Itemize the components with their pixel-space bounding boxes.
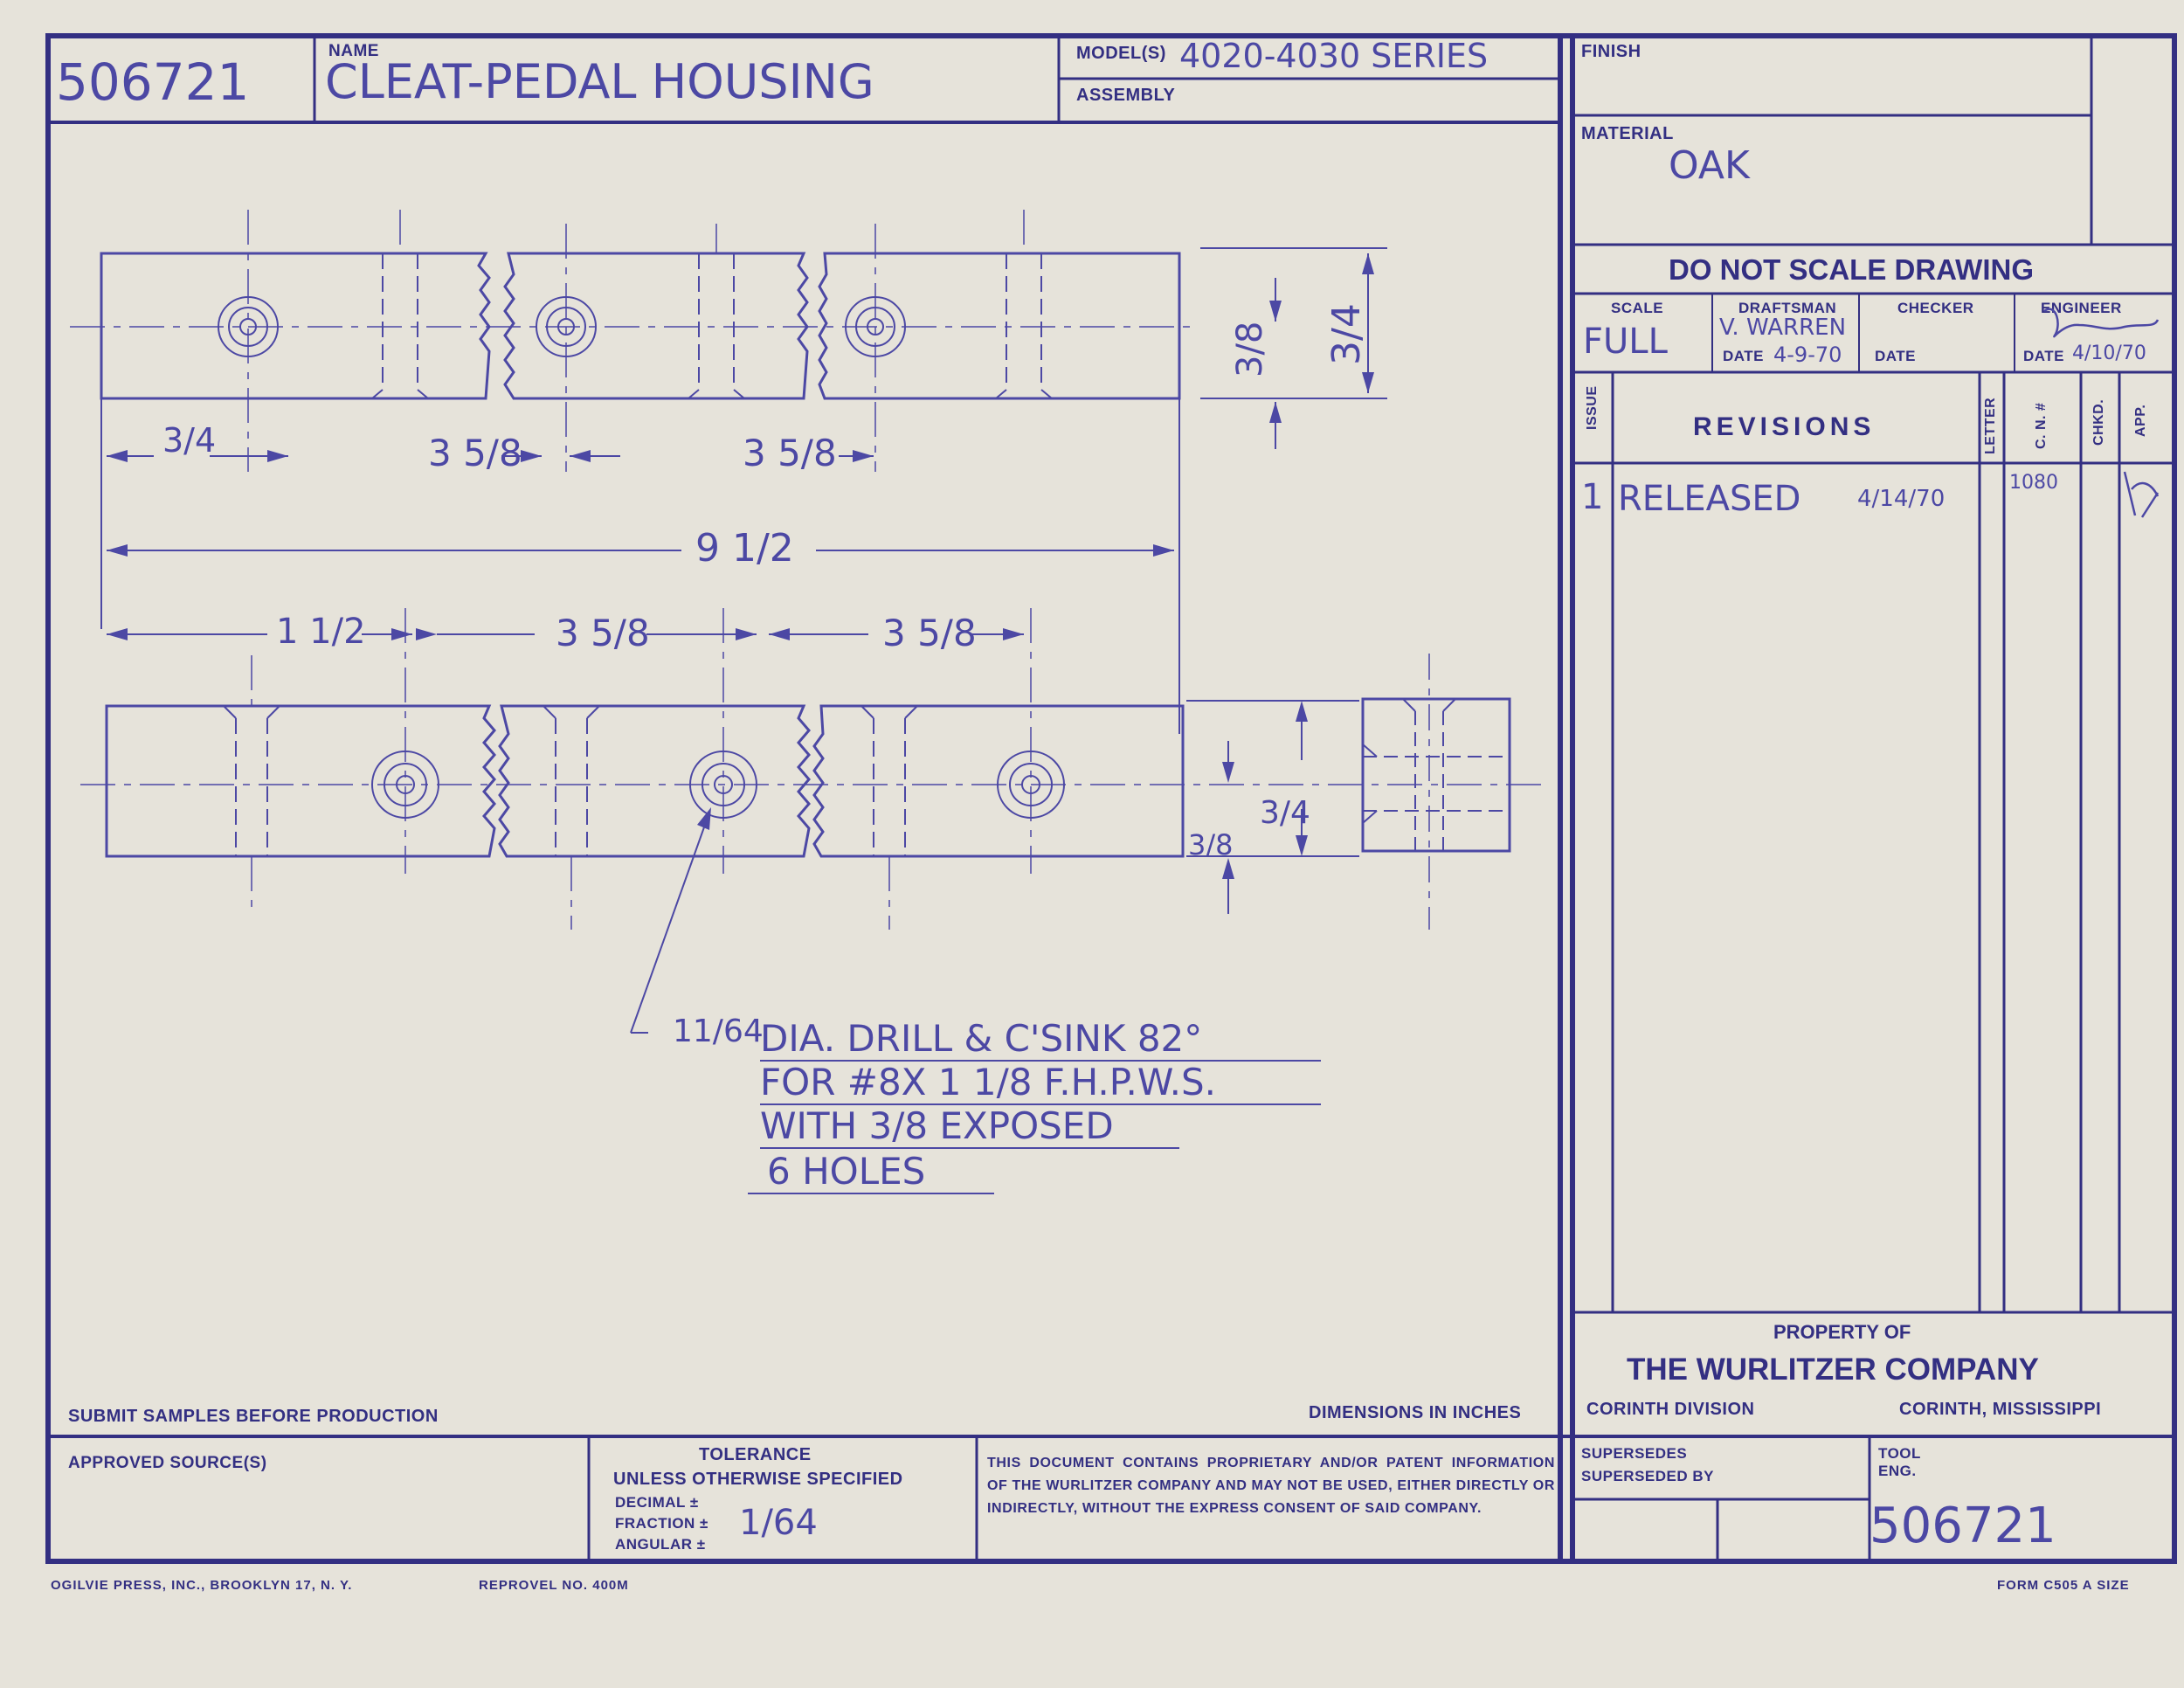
draft-date-label: DATE <box>1723 348 1765 364</box>
tool-number: 506721 <box>1870 1498 2056 1554</box>
dim-3-5-8-b: 3 5/8 <box>743 432 837 474</box>
revision-issue: 1 <box>1581 477 1604 517</box>
app-label: APP. <box>2133 404 2148 437</box>
issue-label: ISSUE <box>1585 385 1600 430</box>
submit-samples: SUBMIT SAMPLES BEFORE PRODUCTION <box>68 1407 439 1426</box>
models-value: 4020-4030 SERIES <box>1179 37 1489 75</box>
company-name: THE WURLITZER COMPANY <box>1627 1352 2039 1387</box>
fraction-label: FRACTION ± <box>615 1515 708 1532</box>
fraction-tolerance: 1/64 <box>739 1503 818 1543</box>
division: CORINTH DIVISION <box>1586 1400 1755 1419</box>
dim-3-5-8-a: 3 5/8 <box>428 432 522 474</box>
printer-credit: OGILVIE PRESS, INC., BROOKLYN 17, N. Y. <box>51 1578 353 1593</box>
location: CORINTH, MISSISSIPPI <box>1899 1400 2102 1419</box>
material-value: OAK <box>1669 143 1750 188</box>
engineer-date-value: 4/10/70 <box>2072 342 2146 364</box>
supersedes-label: SUPERSEDES <box>1581 1445 1688 1462</box>
proprietary-notice: THIS DOCUMENT CONTAINS PROPRIETARY AND/O… <box>987 1456 1555 1516</box>
part-number: 506721 <box>56 52 250 112</box>
revision-cn: 1080 <box>2009 472 2058 494</box>
part-name: CLEAT-PEDAL HOUSING <box>325 54 874 109</box>
chkd-label: CHKD. <box>2091 398 2106 446</box>
letter-label: LETTER <box>1983 397 1998 454</box>
drawing-border <box>45 33 2177 1564</box>
scale-value: FULL <box>1583 322 1668 362</box>
angular-label: ANGULAR ± <box>615 1536 706 1553</box>
dim-3-5-8-c: 3 5/8 <box>556 612 650 654</box>
dim-9-1-2: 9 1/2 <box>695 526 794 571</box>
note-line-4: 6 HOLES <box>767 1150 926 1193</box>
revisions-title: REVISIONS <box>1693 412 1876 441</box>
engineer-date-label: DATE <box>2023 348 2065 364</box>
engineer-label: ENGINEER <box>2041 300 2122 316</box>
draftsman-label: DRAFTSMAN <box>1738 300 1837 316</box>
dimensions-in-inches: DIMENSIONS IN INCHES <box>1309 1403 1522 1422</box>
material-label: MATERIAL <box>1581 124 1674 143</box>
tool-label: TOOL <box>1878 1445 1921 1462</box>
checker-label: CHECKER <box>1897 300 1974 316</box>
superseded-by-label: SUPERSEDED BY <box>1581 1468 1714 1484</box>
note-line-2: FOR #8X 1 1/8 F.H.P.W.S. <box>760 1061 1216 1103</box>
drill-size-fraction: 11/64 <box>673 1013 764 1049</box>
eng-label: ENG. <box>1878 1463 1917 1479</box>
decimal-label: DECIMAL ± <box>615 1494 699 1511</box>
note-line-1: DIA. DRILL & C'SINK 82° <box>760 1017 1203 1060</box>
scale-label: SCALE <box>1611 300 1664 316</box>
dim-1-1-2: 1 1/2 <box>276 612 366 652</box>
revision-text: RELEASED <box>1618 479 1801 519</box>
draft-date-value: 4-9-70 <box>1773 342 1842 367</box>
tolerance-label: TOLERANCE <box>699 1445 812 1464</box>
dim-three-eighth-top: 3/8 <box>1230 321 1270 377</box>
dim-three-quarter-top: 3/4 <box>162 421 217 460</box>
approved-sources: APPROVED SOURCE(S) <box>68 1454 267 1472</box>
cn-label: C. N. # <box>2034 402 2049 449</box>
reprovel-number: REPROVEL NO. 400M <box>479 1578 629 1593</box>
revision-date: 4/14/70 <box>1857 486 1946 512</box>
property-label: PROPERTY OF <box>1773 1321 1911 1343</box>
name-label: NAME <box>328 42 379 60</box>
finish-label: FINISH <box>1581 42 1641 61</box>
dim-three-eighth-side: 3/8 <box>1188 828 1234 861</box>
draftsman-value: V. WARREN <box>1719 315 1847 341</box>
form-number: FORM C505 A SIZE <box>1997 1578 2130 1593</box>
dim-three-quarter-right: 3/4 <box>1324 303 1369 365</box>
checker-date-label: DATE <box>1875 348 1917 364</box>
dim-three-quarter-side: 3/4 <box>1260 795 1310 831</box>
note-line-3: WITH 3/8 EXPOSED <box>760 1104 1114 1147</box>
dim-3-5-8-d: 3 5/8 <box>882 612 977 654</box>
assembly-label: ASSEMBLY <box>1076 86 1176 105</box>
do-not-scale: DO NOT SCALE DRAWING <box>1669 253 2034 286</box>
unless-specified: UNLESS OTHERWISE SPECIFIED <box>613 1470 903 1489</box>
models-label: MODEL(S) <box>1076 44 1166 63</box>
